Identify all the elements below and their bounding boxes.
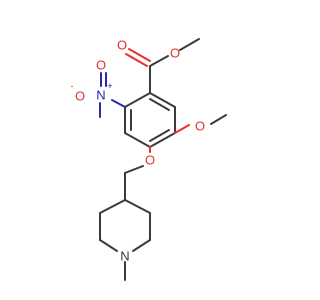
bond-pip-c4-c3 (99, 199, 126, 214)
atom-piperidine-n: N (120, 249, 129, 264)
structure-canvas: O O N + O O - O O N (71, 38, 227, 281)
atom-ether-o: O (145, 153, 155, 168)
atom-nitro-o-top: O (96, 58, 106, 73)
bond-c4-c5 (149, 132, 176, 148)
aromatic-inner-bond-1 (149, 98, 170, 111)
bond-ring-methoxy-o (174, 124, 190, 134)
nitro-group (99, 72, 126, 118)
nitro-n-charge: + (107, 81, 112, 91)
bond-c3-c4 (124, 132, 151, 148)
bond-carbonyl-ester-o (149, 55, 169, 67)
bond-ether-o-ch2 (124, 165, 144, 174)
methyl-ester-group (125, 38, 200, 94)
bond-pip-n-c6 (132, 239, 151, 252)
atom-nitro-o-minus: O (75, 89, 85, 104)
atom-ester-o: O (170, 46, 180, 61)
aromatic-inner-bond-2 (149, 129, 170, 142)
benzene-ring (124, 92, 176, 148)
bond-c6-c1 (149, 92, 176, 108)
bond-pip-c5-c4 (124, 199, 151, 214)
piperidine-ring (99, 199, 151, 281)
methoxy-group (174, 114, 227, 134)
nitro-o-charge: - (71, 81, 74, 91)
atom-ester-carbonyl-o: O (117, 38, 127, 53)
bond-pip-c2-n (99, 239, 118, 252)
bond-methoxy-o-methyl (210, 114, 227, 125)
atom-methoxy-o: O (195, 119, 205, 134)
bond-c1-c2 (124, 92, 151, 108)
bond-carbonyl-double-b (128, 48, 151, 62)
ether-linker (124, 146, 151, 201)
bond-carbonyl-double-a (125, 53, 148, 67)
atom-nitro-n: N (96, 88, 105, 103)
bond-ring-nitro-n (111, 99, 126, 108)
bond-ester-o-methyl (179, 38, 200, 51)
